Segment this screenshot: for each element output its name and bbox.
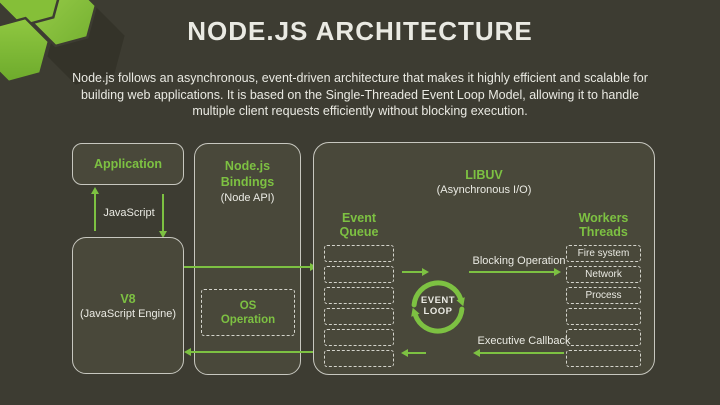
event-queue-header: Event Queue xyxy=(324,211,394,239)
worker-thread-slots: Fire system Network Process xyxy=(566,245,641,367)
libuv-subtitle: (Asynchronous I/O) xyxy=(436,184,532,196)
event-queue-slot xyxy=(324,245,394,262)
os-operation-box: OS Operation xyxy=(201,289,295,336)
worker-thread-slot: Network xyxy=(566,266,641,283)
javascript-link-label: JavaScript xyxy=(103,207,155,219)
event-loop-label: EVENT LOOP xyxy=(403,295,473,317)
worker-thread-slot xyxy=(566,350,641,367)
description-line: Node.js follows an asynchronous, event-d… xyxy=(72,71,648,85)
event-loop-line1: EVENT xyxy=(420,295,456,306)
application-label: Application xyxy=(93,157,163,171)
libuv-title: LIBUV xyxy=(465,168,503,182)
executive-callback-label: Executive Callback xyxy=(477,335,571,347)
os-operation-line2: Operation xyxy=(220,313,276,326)
arrow-v8-to-application xyxy=(94,194,96,231)
arrow-libuv-to-v8 xyxy=(191,351,313,353)
workers-title-line1: Workers xyxy=(578,211,629,225)
event-queue-slot xyxy=(324,266,394,283)
arrow-v8-to-libuv xyxy=(184,266,310,268)
arrow-loop-to-queue xyxy=(408,352,426,354)
page-title: NODE.JS ARCHITECTURE xyxy=(187,16,533,46)
v8-box: V8 (JavaScript Engine) xyxy=(72,237,184,374)
event-queue-slot xyxy=(324,308,394,325)
v8-subtitle: (JavaScript Engine) xyxy=(80,307,176,320)
arrow-executive-callback xyxy=(480,352,564,354)
event-loop-line2: LOOP xyxy=(423,306,453,317)
arrow-application-to-v8 xyxy=(162,194,164,231)
description-line: building web applications. It is based o… xyxy=(80,87,639,102)
blocking-operation-label: Blocking Operation xyxy=(472,255,566,267)
worker-thread-slot: Process xyxy=(566,287,641,304)
bindings-title-line2: Bindings xyxy=(220,175,275,189)
description-line: multiple client requests efficiently wit… xyxy=(192,104,528,118)
event-queue-slot xyxy=(324,329,394,346)
hexagon-logo-icon xyxy=(0,0,125,85)
workers-threads-header: Workers Threads xyxy=(566,211,641,239)
hexagon-bottom-left xyxy=(0,16,51,84)
bindings-title-line1: Node.js xyxy=(224,159,271,173)
workers-title-line2: Threads xyxy=(579,225,628,239)
event-queue-title-line2: Queue xyxy=(339,225,379,239)
event-queue-title-line1: Event xyxy=(341,211,377,225)
bindings-subtitle: (Node API) xyxy=(220,192,275,204)
worker-thread-slot: Fire system xyxy=(566,245,641,262)
event-loop-cycle-icon xyxy=(411,280,465,334)
event-queue-slot xyxy=(324,350,394,367)
event-queue-slot xyxy=(324,287,394,304)
v8-title: V8 xyxy=(120,291,136,306)
os-operation-line1: OS xyxy=(239,299,257,312)
libuv-box: LIBUV (Asynchronous I/O) Event Queue EVE… xyxy=(313,142,655,375)
event-queue-slots xyxy=(324,245,394,367)
application-box: Application xyxy=(72,143,184,185)
arrow-blocking-operation xyxy=(469,271,554,273)
worker-thread-slot xyxy=(566,308,641,325)
description-text: Node.js follows an asynchronous, event-d… xyxy=(0,70,720,120)
arrow-queue-to-loop xyxy=(402,271,422,273)
worker-thread-slot xyxy=(566,329,641,346)
bindings-box: Node.js Bindings (Node API) xyxy=(194,143,301,375)
